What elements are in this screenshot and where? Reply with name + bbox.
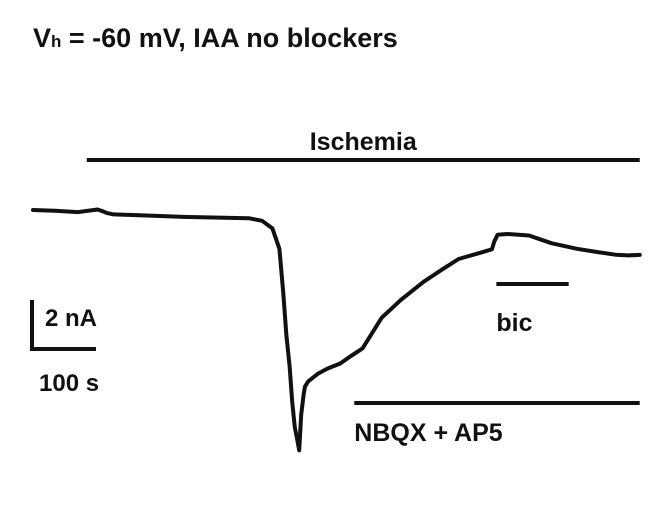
scale-bar-current-label: 2 nA — [45, 305, 97, 332]
chart-title: Vh = -60 mV, IAA no blockers — [33, 23, 398, 53]
scale-bar-time-label: 100 s — [39, 370, 99, 397]
scale-bar: 2 nA 100 s — [30, 300, 99, 397]
nbqx-label: NBQX + AP5 — [354, 419, 503, 447]
trace-line-0 — [31, 207, 642, 453]
chart-title-v: V — [33, 23, 51, 53]
bic-label: bic — [496, 309, 532, 337]
ischemia-label: Ischemia — [310, 128, 418, 156]
current-trace — [31, 207, 642, 453]
chart-title-rest: = -60 mV, IAA no blockers — [61, 23, 397, 53]
chart-title-subscript: h — [51, 32, 61, 51]
